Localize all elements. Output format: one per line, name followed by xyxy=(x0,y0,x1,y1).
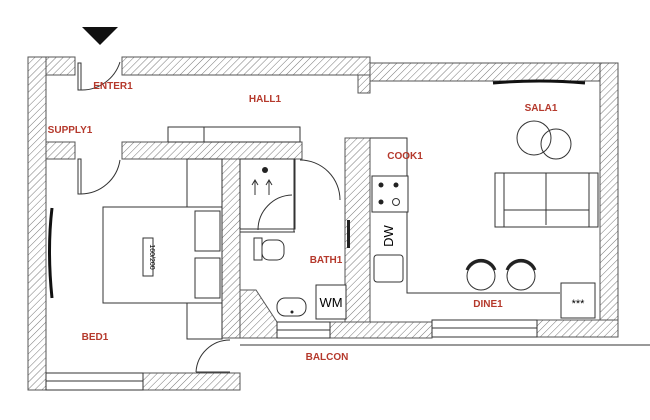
kitchen-sink-icon xyxy=(373,254,404,283)
sofa-icon xyxy=(494,172,599,228)
radiator xyxy=(347,220,350,248)
oven: *** xyxy=(560,282,596,319)
tv-icon xyxy=(492,79,586,85)
dishwasher-label: DW xyxy=(381,224,396,246)
svg-text:WM: WM xyxy=(319,295,342,310)
windows xyxy=(45,319,538,391)
sink-icon xyxy=(276,297,307,317)
door-icon[interactable] xyxy=(77,61,341,373)
stove-icon xyxy=(371,175,409,213)
room-labels: ENTER1 HALL1 SUPPLY1 COOK1 SALA1 BATH1 B… xyxy=(48,81,558,363)
label-bath: BATH1 xyxy=(310,255,343,266)
coffee-table-icon xyxy=(516,120,572,160)
walls xyxy=(27,56,619,391)
closet xyxy=(167,126,301,143)
svg-text:***: *** xyxy=(572,298,586,310)
label-bed: BED1 xyxy=(82,332,109,343)
shower xyxy=(239,158,296,233)
entrance-arrow-icon xyxy=(82,27,118,45)
label-hall: HALL1 xyxy=(249,94,282,105)
label-supply: SUPPLY1 xyxy=(48,125,93,136)
label-enter: ENTER1 xyxy=(93,81,133,92)
label-sala: SALA1 xyxy=(525,103,558,114)
label-cook: COOK1 xyxy=(387,151,423,162)
tv-icon xyxy=(48,207,54,299)
kitchen-counter xyxy=(370,137,560,294)
label-dine: DINE1 xyxy=(473,299,503,310)
label-balcon: BALCON xyxy=(306,352,349,363)
bed-icon: 160/200 xyxy=(102,158,223,340)
toilet-icon xyxy=(253,237,285,261)
bed-size-label: 160/200 xyxy=(148,244,155,269)
washing-machine: WM xyxy=(315,284,347,320)
stool-icon xyxy=(465,258,537,291)
